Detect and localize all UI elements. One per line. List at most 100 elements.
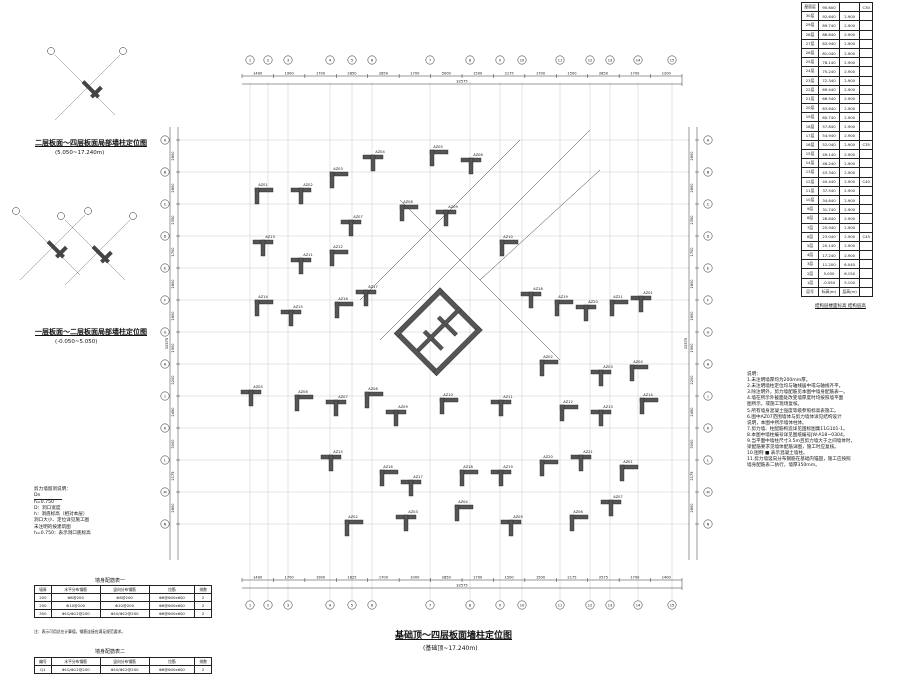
grid-bubble-label: 12 [588,59,593,63]
grid-bubble-label: 13 [608,604,613,608]
table-header-cell: 竖向分布钢筋 [99,585,150,594]
shear-wall [499,239,519,257]
grid-bubble-label: 9 [499,59,502,63]
table-cell: 27层 [800,38,820,49]
table-header-cell: 水平分布钢筋 [50,657,101,666]
wall-label: AZ03 [603,365,613,369]
dim-value: 1700 [171,247,175,257]
table-cell: 2.900 [838,84,861,95]
grid-bubble-label: M [706,491,709,495]
table-cell: Φ8@200 [99,593,150,602]
table-cell: 2 [194,665,212,674]
grid-bubble-label: F [707,299,709,303]
wall-label: AZ01 [623,460,633,464]
wall-segment [344,519,350,537]
drawing-subtitle: (基础顶~17.240m) [423,645,478,652]
wall-segment [329,171,335,189]
grid-bubble: A [160,135,170,145]
grid-bubble: 8 [465,55,475,65]
table-row: Q1 Φ10/Φ12@200 Φ10/Φ12@200 Φ6@600x600 2 [34,665,212,674]
table-cell: 21层 [800,93,820,105]
dim-value: 1700 [316,72,326,76]
table-cell [859,250,873,261]
grid-bubble-label: 7 [429,604,431,608]
opening-note-line: Dn [34,493,62,501]
table-cell: 10层 [800,194,820,206]
shear-wall [290,187,312,205]
grid-bubble: E [160,263,170,273]
wall-segment [408,479,414,497]
note-line: 8.本图中墙柱编号详见图纸编号JW-A18~0304。 [747,432,848,438]
shear-wall [490,399,512,417]
table-cell: 250 [34,601,52,610]
table-cell: 26层 [800,47,820,59]
table-cell: 11层 [800,185,820,196]
table-cell: 2.900 [838,213,861,224]
wall-label: AZ10 [443,393,453,397]
table-cell: 95.600 [818,1,840,13]
shear-wall [629,364,649,382]
table-cell: C30 [859,1,873,13]
table-cell: 2.900 [838,121,861,132]
table-cell [859,204,873,215]
grid-bubble-circle [245,600,255,610]
shear-wall [554,299,574,317]
grid-bubble-label: 11 [558,604,563,608]
table-cell: 49.140 [818,148,840,160]
grid-bubble-label: 7 [429,59,431,63]
wall-segment [288,309,294,327]
grid-bubble-circle [495,55,505,65]
note-line: 11.剪力墙竖向分布钢筋在基础内锚固，施工应按照 [747,457,851,463]
shear-wall [385,409,407,427]
grid-bubble: 11 [555,55,565,65]
wall-table-2: 编号 水平分布钢筋 竖向分布钢筋 拉筋 排数 Q1 Φ10/Φ12@200 Φ1… [34,657,212,674]
table-cell: 2.900 [838,204,861,215]
grid-bubble-circle [160,487,170,497]
grid-bubble-label: L [164,459,166,463]
grid-bubble-label: 15 [670,604,675,608]
shear-wall [600,499,622,517]
wall-segment [629,364,635,382]
table-cell: 5层 [800,240,820,252]
level-table-caption: 结构层楼面标高 结构层高 [815,304,866,309]
note-line: 3.除注明外，剪力墙配筋见本图中墙身配筋表一。 [747,390,848,396]
dim-value: 1700 [379,576,389,580]
table-cell [859,222,873,233]
dim-value: 2350 [171,215,175,225]
dim-value: 2200 [171,375,175,385]
shear-wall [490,469,512,487]
grid-bubble: 2 [263,600,273,610]
wall-segment [539,459,545,477]
wall-label: AZ08 [403,200,413,204]
dim-value: 1800 [171,279,175,289]
grid-bubble-circle [425,55,435,65]
dim-value: 1700 [473,576,483,580]
table-cell: Φ6@600x600 [148,601,196,610]
grid-bubble-label: J [163,395,165,399]
right-dim-total: 32575 [684,338,688,349]
table-cell [859,268,873,279]
note-line: 图所示，或施工现场复核。 [747,402,803,408]
grid-bubble-label: 12 [588,604,593,608]
table-cell: 2.900 [838,130,861,141]
grid-bubble: A [703,135,713,145]
wall-label: AZ04 [458,500,468,504]
shear-wall [454,504,474,522]
shear-wall [590,369,612,387]
table-cell: 30层 [800,11,820,22]
note-line: 2.未注明墙柱定位均与轴线居中或与轴线齐平。 [747,384,844,390]
grid-bubble: H [160,359,170,369]
table-cell: C35 [859,139,873,151]
grid-bubble-circle [160,391,170,401]
dim-value: 1200 [662,72,672,76]
wall-segment [100,250,113,264]
table-cell: 20层 [800,103,820,114]
grid-bubble: 14 [633,55,643,65]
